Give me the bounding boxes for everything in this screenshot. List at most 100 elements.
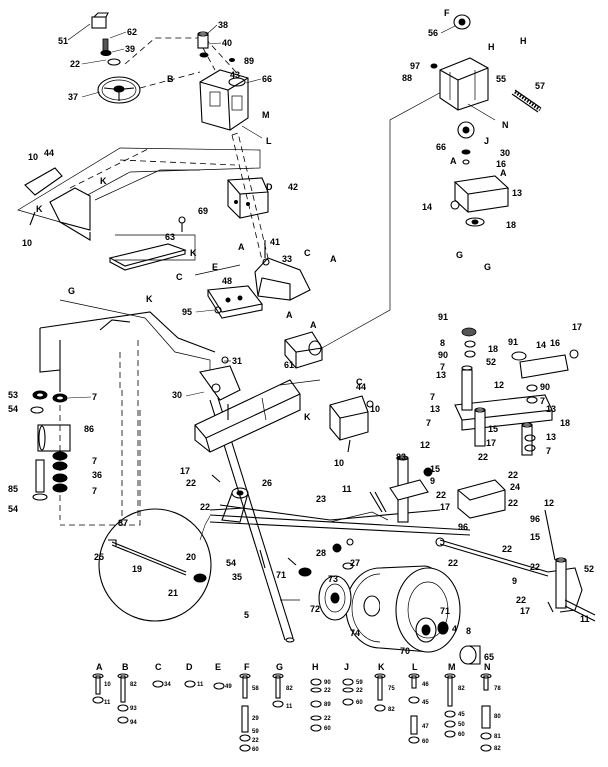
callout-8-top: 30 xyxy=(500,148,510,158)
svg-text:C: C xyxy=(155,662,162,672)
callout-38: 38 xyxy=(218,20,228,30)
callout-96-b: 15 xyxy=(530,532,540,542)
svg-text:G: G xyxy=(276,662,283,672)
callout-56: 56 xyxy=(428,28,438,38)
legend-l: L 46 45 47 60 xyxy=(408,662,429,745)
callout-30: 30 xyxy=(172,390,182,400)
callout-22-g: 22 xyxy=(502,544,512,554)
callout-95: 95 xyxy=(182,307,192,317)
callout-22-f: 22 xyxy=(200,502,210,512)
callout-15: 15 xyxy=(488,424,498,434)
callout-72: 19 xyxy=(132,564,142,574)
legend-n: N 78 80 81 82 xyxy=(480,662,501,752)
letter-g-r2: G xyxy=(484,262,491,272)
callout-48: 48 xyxy=(222,276,232,286)
callout-76-a: 71 xyxy=(276,570,286,580)
callout-22-h: 22 xyxy=(448,558,458,568)
callout-44-top: 44 xyxy=(44,148,54,158)
letter-c-2: C xyxy=(304,248,311,258)
callout-41: 41 xyxy=(270,237,280,247)
rod-28 xyxy=(369,491,387,513)
callout-27-a: 96 xyxy=(458,522,468,532)
svg-text:82: 82 xyxy=(388,707,395,713)
callout-40: 40 xyxy=(222,38,232,48)
callout-10-c: 10 xyxy=(370,404,380,414)
callout-91-b: 91 xyxy=(508,337,518,347)
svg-text:11: 11 xyxy=(104,700,111,706)
callout-23-b: 17 xyxy=(180,466,190,476)
callout-65: 27 xyxy=(350,558,360,568)
letter-a-2: A xyxy=(330,254,337,264)
right-axle-12 xyxy=(454,327,579,456)
callout-9: 13 xyxy=(512,188,522,198)
callout-23-c: 17 xyxy=(440,502,450,512)
svg-text:D: D xyxy=(186,662,193,672)
legend-j: J 59 22 60 xyxy=(342,662,363,706)
plate-63 xyxy=(108,216,187,271)
letter-h-2: H xyxy=(520,36,527,46)
svg-text:89: 89 xyxy=(324,702,331,708)
svg-text:59: 59 xyxy=(356,680,363,686)
legend-c: C 34 xyxy=(152,662,171,688)
callout-71: 25 xyxy=(94,552,104,562)
svg-text:60: 60 xyxy=(252,747,259,753)
callout-10-l: 10 xyxy=(22,238,32,248)
letter-g-r1: G xyxy=(456,250,463,260)
svg-text:75: 75 xyxy=(388,686,395,692)
letter-a-4: A xyxy=(310,320,317,330)
callout-2: 74 xyxy=(350,628,360,638)
callout-1: 70 xyxy=(400,646,410,656)
callout-69: 69 xyxy=(198,206,208,216)
svg-text:82: 82 xyxy=(494,746,501,752)
callout-13-d: 13 xyxy=(546,432,556,442)
svg-text:B: B xyxy=(122,662,129,672)
letter-k-5: K xyxy=(304,412,311,422)
callout-62: 62 xyxy=(127,27,137,37)
callout-88: 88 xyxy=(402,73,412,83)
callout-8-b: 8 xyxy=(466,626,471,636)
callout-7-1: 7 xyxy=(92,392,97,402)
callout-63: 63 xyxy=(165,232,175,242)
callout-25: 24 xyxy=(510,482,520,492)
callout-61: 61 xyxy=(284,360,294,370)
letter-b: B xyxy=(167,74,174,84)
callout-22: 22 xyxy=(70,59,80,69)
plate-48 xyxy=(207,285,263,319)
svg-text:58: 58 xyxy=(252,686,259,692)
callout-24: 18 xyxy=(506,220,516,230)
letter-h-1: H xyxy=(488,42,495,52)
callout-20: 26 xyxy=(262,478,272,488)
callout-18-b: 18 xyxy=(560,418,570,428)
svg-text:N: N xyxy=(484,662,491,672)
legend-a: A 10 11 xyxy=(92,662,111,706)
svg-text:81: 81 xyxy=(494,734,501,740)
dash-frame xyxy=(17,147,261,241)
callout-64: 73 xyxy=(328,574,338,584)
svg-text:60: 60 xyxy=(458,732,465,738)
svg-text:94: 94 xyxy=(130,720,137,726)
letter-a-3: A xyxy=(286,310,293,320)
svg-text:11: 11 xyxy=(197,682,204,688)
letter-k-3: K xyxy=(190,248,197,258)
callout-27-b: 96 xyxy=(530,514,540,524)
svg-text:34: 34 xyxy=(164,682,171,688)
svg-text:59: 59 xyxy=(252,729,259,735)
callout-26: 16 xyxy=(496,159,506,169)
bracket-33 xyxy=(254,240,311,301)
letter-k-2: K xyxy=(36,204,43,214)
svg-text:46: 46 xyxy=(422,682,429,688)
callout-22-i: 22 xyxy=(530,562,540,572)
bracket-9 xyxy=(450,149,510,227)
callout-86: 86 xyxy=(84,424,94,434)
letter-k-1: K xyxy=(100,176,107,186)
callout-85: 85 xyxy=(8,484,18,494)
callout-54-c: 54 xyxy=(226,558,236,568)
callout-13-c: 13 xyxy=(430,404,440,414)
letter-j: J xyxy=(484,136,489,146)
letter-a-r2: A xyxy=(500,168,507,178)
svg-text:60: 60 xyxy=(356,700,363,706)
callout-89: 89 xyxy=(244,56,254,66)
callout-10-top: 10 xyxy=(28,152,38,162)
callout-53: 53 xyxy=(8,390,18,400)
